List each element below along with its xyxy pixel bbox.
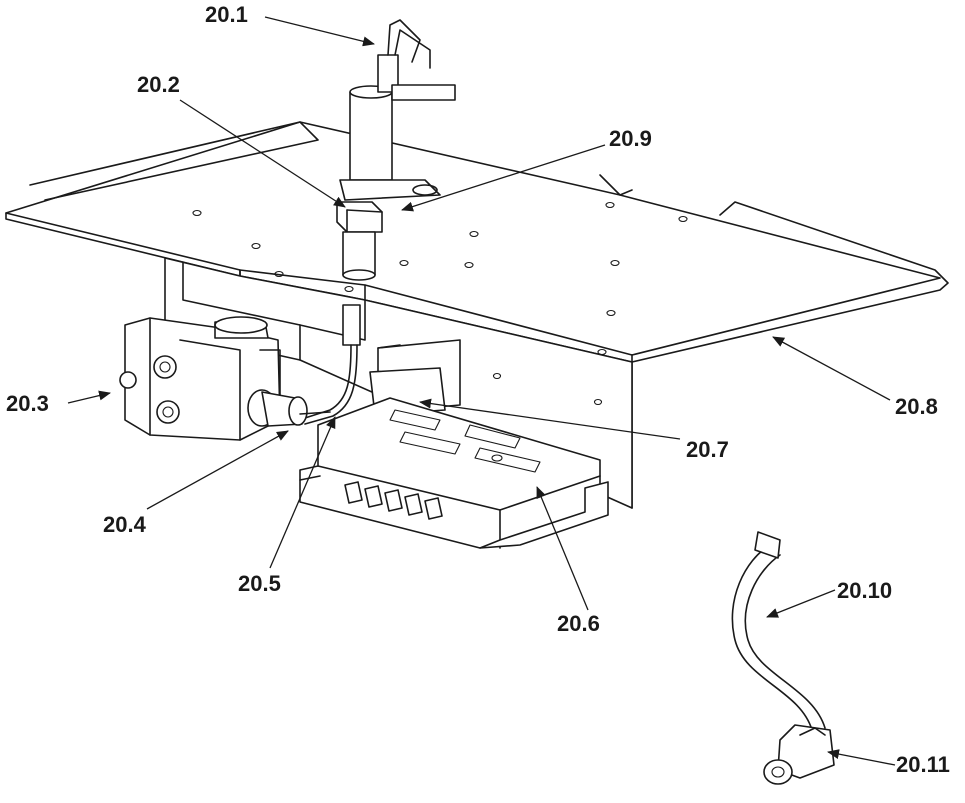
label-20-3: 20.3 <box>6 391 49 416</box>
label-20-5: 20.5 <box>238 571 281 596</box>
label-20-4: 20.4 <box>103 512 146 537</box>
callout-leaders <box>67 16 896 766</box>
pilot-electrode <box>339 19 456 201</box>
label-20-10: 20.10 <box>837 578 893 603</box>
pilot-fitting <box>247 389 331 427</box>
leader-20-6 <box>536 486 589 611</box>
flame-sensor-clip <box>336 201 383 281</box>
leader-20-4 <box>146 430 289 510</box>
label-20-2: 20.2 <box>137 72 180 97</box>
leader-20-8 <box>772 336 891 401</box>
gas-valve <box>119 316 281 441</box>
leader-20-9 <box>401 144 606 212</box>
pilot-tube <box>304 304 361 425</box>
label-20-11: 20.11 <box>896 752 950 777</box>
leader-20-11 <box>827 749 896 766</box>
label-20-8: 20.8 <box>895 394 938 419</box>
label-20-9: 20.9 <box>609 126 652 151</box>
label-20-6: 20.6 <box>557 611 600 636</box>
leader-20-10 <box>766 589 836 618</box>
label-20-1: 20.1 <box>205 2 248 27</box>
flexible-gas-hose <box>731 531 835 785</box>
label-20-7: 20.7 <box>686 437 729 462</box>
leader-20-7 <box>419 398 681 440</box>
leader-20-2 <box>179 99 346 208</box>
leader-20-5 <box>269 416 336 569</box>
leader-20-3 <box>67 390 111 404</box>
leader-20-1 <box>264 16 375 47</box>
ignition-control-module <box>299 397 609 549</box>
